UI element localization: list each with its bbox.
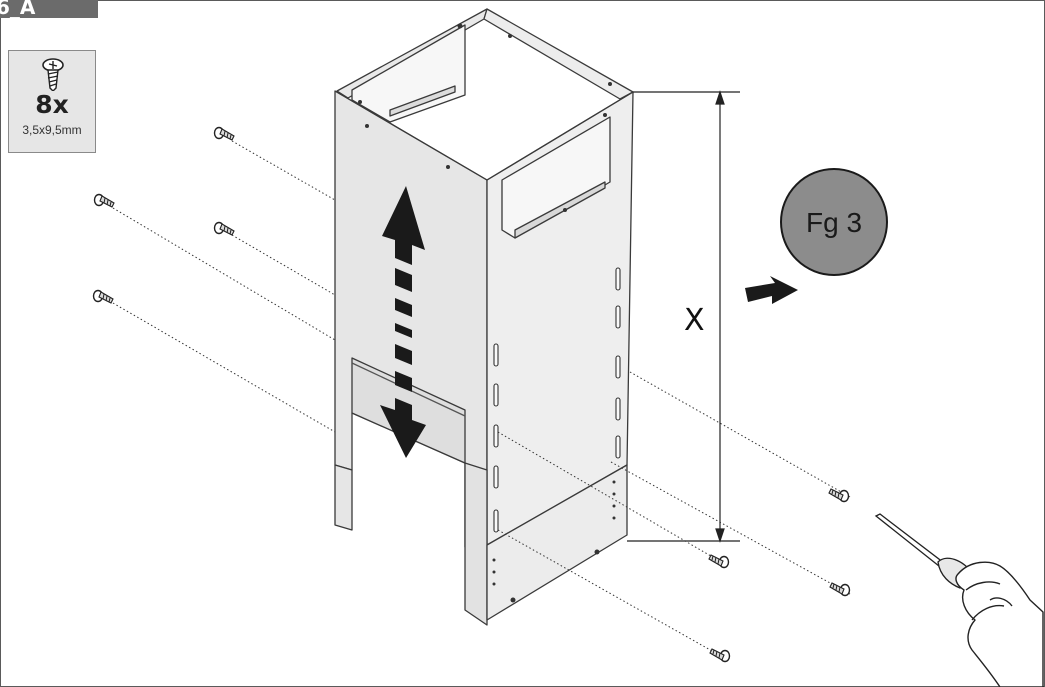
hand-icon	[955, 561, 1044, 687]
right-screws	[708, 488, 851, 663]
double-arrow-icon	[380, 186, 426, 458]
dimension-x	[627, 90, 740, 543]
quantity-count: 8x	[35, 90, 69, 119]
screw-icon	[42, 58, 64, 91]
figure-ref: Fg 3	[806, 207, 862, 238]
screw-spec: 3,5x9,5mm	[22, 123, 82, 137]
dimension-label: X	[684, 303, 705, 338]
step-label: 6_A	[0, 0, 98, 18]
chimney-cover	[334, 8, 634, 626]
quantity-box: 8x 3,5x9,5mm	[8, 50, 96, 153]
left-screws	[92, 126, 851, 661]
figure-ref-badge	[780, 168, 888, 276]
push-arrow-icon	[745, 276, 798, 304]
